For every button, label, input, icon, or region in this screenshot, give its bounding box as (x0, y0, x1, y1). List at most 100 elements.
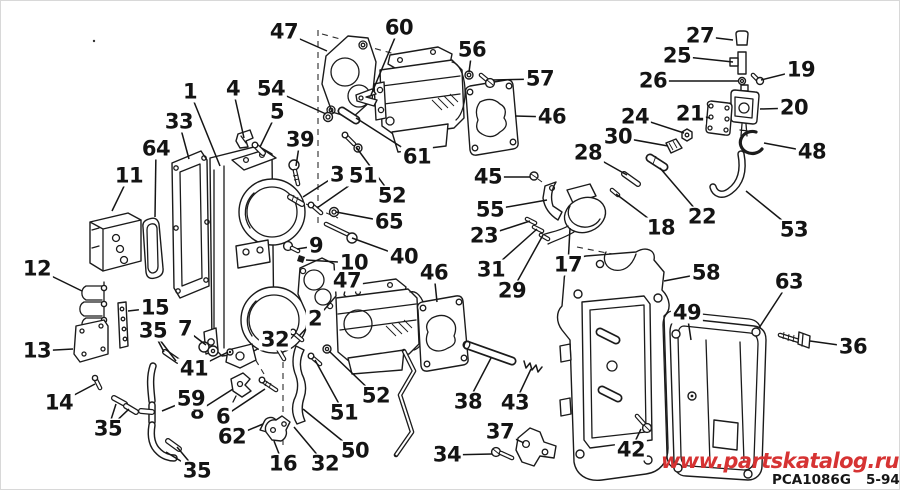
part-line-art (684, 132, 690, 138)
part-line-art (423, 360, 431, 368)
leader-line-64 (154, 148, 157, 218)
part-line-art (581, 295, 653, 449)
part-line-art (232, 395, 237, 403)
part-line-art (230, 372, 252, 398)
part-line-art (173, 165, 179, 171)
callout-label-65-70: 65 (372, 209, 406, 234)
part-line-art (416, 295, 469, 372)
callout-label-25-24: 25 (660, 43, 694, 68)
part-line-art (251, 141, 259, 149)
callout-label-32-32: 32 (308, 451, 342, 476)
part-line-art (705, 339, 745, 465)
part-line-art (668, 140, 678, 151)
part-line-art (521, 439, 531, 449)
part-line-art (94, 378, 102, 390)
watermark-text: www.partskatalog.ru (661, 449, 899, 473)
part-line-art (492, 448, 500, 455)
part-line-art (673, 463, 683, 473)
part-line-art (343, 309, 373, 339)
solenoid-drawing (524, 171, 607, 245)
leader-line-60 (370, 27, 400, 96)
part-line-art (429, 48, 437, 56)
callout-label-13-12: 13 (20, 338, 54, 363)
cover-group-drawing (462, 310, 811, 481)
part-line-art (606, 360, 618, 372)
part-line-art (291, 194, 299, 204)
callout-label-55-60: 55 (473, 197, 507, 222)
callout-label-17-16: 17 (551, 252, 585, 277)
part-line-art (258, 376, 266, 384)
part-line-art (179, 163, 203, 287)
callout-label-57-62: 57 (523, 66, 557, 91)
part-line-art (466, 88, 474, 96)
callout-label-34-34: 34 (430, 442, 464, 467)
callout-label-35-37: 35 (180, 458, 214, 483)
part-line-art (559, 343, 572, 417)
callout-label-6-5: 6 (213, 404, 233, 429)
callout-label-30-29: 30 (601, 124, 635, 149)
part-line-art (738, 129, 764, 156)
part-line-art (81, 351, 87, 357)
part-line-art (311, 204, 323, 215)
part-line-art (242, 248, 250, 256)
callout-label-49-52: 49 (670, 300, 704, 325)
print-speck (92, 39, 96, 43)
part-line-art (244, 192, 255, 229)
part-line-art (303, 269, 325, 291)
part-line-art (515, 427, 557, 467)
part-line-art (782, 331, 795, 343)
part-line-art (324, 222, 351, 237)
callout-label-54-59: 54 (254, 76, 288, 101)
part-line-art (622, 172, 640, 186)
part-line-art (385, 116, 395, 126)
part-line-art (541, 448, 549, 456)
part-line-art (532, 225, 544, 233)
callout-label-5-4: 5 (267, 99, 287, 124)
callout-label-19-18: 19 (784, 57, 818, 82)
part-line-art (293, 332, 304, 342)
part-line-art (112, 396, 127, 406)
part-line-art (288, 159, 300, 171)
callout-label-2-1: 2 (305, 306, 325, 331)
part-line-art (724, 105, 730, 111)
part-line-art (146, 223, 159, 274)
part-line-art (91, 227, 100, 249)
part-line-art (347, 349, 405, 375)
part-line-art (475, 98, 507, 138)
callout-label-22-21: 22 (685, 204, 719, 229)
fuel-pump-assembly-drawing (609, 30, 765, 198)
part-line-art (734, 96, 754, 119)
part-line-art (117, 301, 129, 349)
part-line-art (276, 347, 286, 361)
part-line-art (385, 319, 413, 337)
callout-label-18-17: 18 (644, 215, 678, 240)
part-line-art (213, 165, 225, 349)
callout-label-45-46: 45 (471, 164, 505, 189)
part-line-art (240, 135, 247, 144)
part-line-art (322, 111, 334, 123)
intake-manifold-drawing (171, 145, 308, 369)
part-line-art (201, 155, 207, 161)
callout-label-20-19: 20 (777, 95, 811, 120)
callout-label-23-22: 23 (467, 223, 501, 248)
part-line-art (466, 72, 472, 78)
part-line-art (419, 304, 427, 312)
part-line-art (735, 30, 749, 46)
callout-label-32-31: 32 (258, 327, 292, 352)
part-line-art (647, 155, 667, 170)
callout-label-14-13: 14 (42, 390, 76, 415)
callout-label-46-47: 46 (535, 104, 569, 129)
part-line-art (100, 346, 106, 352)
callout-label-63-68: 63 (772, 269, 806, 294)
callout-label-59-64: 59 (174, 386, 208, 411)
part-line-art (710, 151, 745, 197)
callout-label-50-53: 50 (338, 438, 372, 463)
part-line-art (358, 95, 364, 101)
carburetor-bottom-drawing (273, 257, 469, 458)
part-line-art (386, 281, 394, 289)
part-line-art (246, 186, 298, 238)
part-line-art (566, 183, 597, 204)
part-line-art (724, 116, 730, 122)
callout-label-51-54: 51 (346, 163, 380, 188)
